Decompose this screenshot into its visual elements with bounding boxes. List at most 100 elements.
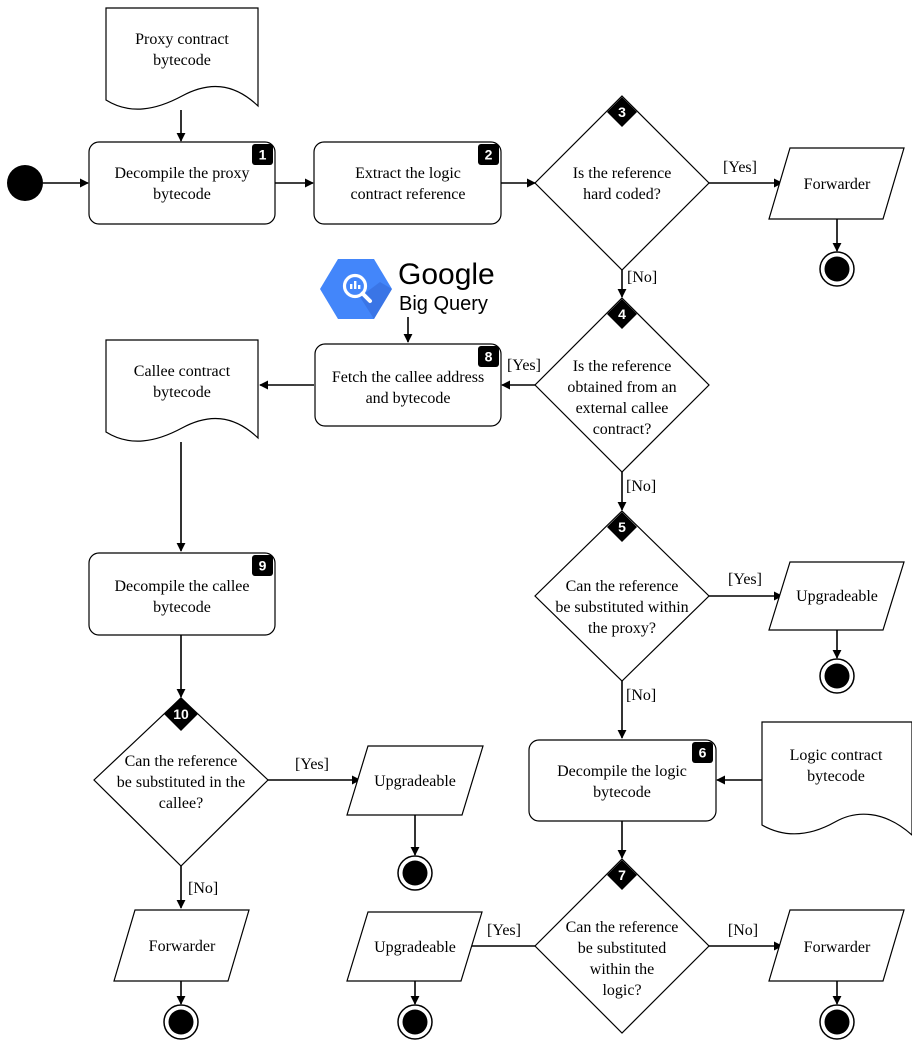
forwarder-q10-shape: [113, 909, 250, 982]
step6-label-line: Decompile the logic: [557, 763, 687, 780]
q4-label-line: obtained from an: [567, 379, 676, 396]
step9-label-line: Decompile the callee: [114, 578, 249, 595]
step8-label-line: Fetch the callee address: [332, 369, 484, 386]
logic-doc-label-line: bytecode: [807, 768, 865, 785]
logic-doc-shape: [761, 721, 912, 836]
q7-yes-label: [Yes]: [487, 922, 521, 939]
forwarder-top-label-line: Forwarder: [804, 176, 871, 193]
q3-diamond: [534, 95, 710, 271]
upgradeable-q5-label-line: Upgradeable: [796, 588, 878, 605]
forwarder-top-shape: [768, 147, 905, 220]
callee-doc-shape: [105, 339, 259, 442]
step8-label-line: and bytecode: [366, 390, 451, 407]
q5-no-label: [No]: [626, 687, 656, 704]
proxy-doc-label: Proxy contract bytecode: [135, 31, 229, 69]
q7-no-label: [No]: [728, 922, 758, 939]
step6-box: [528, 739, 717, 822]
q7-diamond: [534, 858, 710, 1034]
svg-text:5: 5: [618, 519, 626, 535]
bigquery-logo-icon: [320, 259, 392, 319]
edges: [43, 110, 842, 1005]
forwarder-q7-label: Forwarder: [804, 939, 871, 956]
step8-box: [314, 343, 502, 427]
badge-4: 4: [607, 299, 637, 329]
badge-10: 10: [164, 697, 198, 731]
q4-diamond: [534, 297, 710, 473]
q5-label-line: Can the reference: [566, 578, 679, 595]
q7-label-line: Can the reference: [566, 919, 679, 936]
step9-label-line: bytecode: [153, 599, 211, 616]
callee-doc-label-line: bytecode: [153, 384, 211, 401]
upgradeable-q5-shape: [768, 561, 905, 631]
badge-7: 7: [607, 860, 637, 890]
q3-yes-label: [Yes]: [723, 159, 757, 176]
badge-1: 1: [252, 144, 273, 165]
svg-text:8: 8: [485, 349, 493, 365]
q4-label-line: external callee: [576, 400, 669, 417]
proxy-doc-label-line: bytecode: [153, 52, 211, 69]
step6-label: Decompile the logic bytecode: [557, 763, 687, 801]
step2-box: [313, 141, 502, 225]
q5-diamond: [534, 510, 710, 682]
svg-text:1: 1: [259, 147, 267, 163]
callee-doc-label: Callee contract bytecode: [134, 363, 231, 401]
upgradeable-q7-label-line: Upgradeable: [374, 939, 456, 956]
upgradeable-q10-label: Upgradeable: [374, 773, 456, 790]
step1-label-line: bytecode: [153, 186, 211, 203]
proxy-doc-shape: [105, 7, 259, 110]
q10-label-line: Can the reference: [125, 753, 238, 770]
forwarder-top-label: Forwarder: [804, 176, 871, 193]
svg-text:4: 4: [618, 306, 626, 322]
q3-label-line: Is the reference: [573, 165, 672, 182]
q7-label-line: logic?: [602, 982, 641, 999]
svg-text:9: 9: [259, 558, 267, 574]
step1-label-line: Decompile the proxy: [114, 165, 249, 182]
q10-diamond: [93, 697, 269, 867]
start-node: [7, 165, 43, 201]
q4-no-label: [No]: [626, 478, 656, 495]
step6-label-line: bytecode: [593, 784, 651, 801]
q4-label-line: contract?: [593, 421, 652, 438]
end-node: [163, 1004, 199, 1040]
svg-text:2: 2: [485, 147, 493, 163]
q4-label-line: Is the reference: [573, 358, 672, 375]
forwarder-q10-label-line: Forwarder: [149, 938, 216, 955]
logic-doc-label-line: Logic contract: [790, 747, 883, 764]
forwarder-q10-label: Forwarder: [149, 938, 216, 955]
q3-label-line: hard coded?: [583, 186, 661, 203]
q7-label-line: within the: [590, 961, 654, 978]
end-node: [397, 1004, 433, 1040]
logic-doc-label: Logic contract bytecode: [790, 747, 883, 785]
proxy-doc-label-line: Proxy contract: [135, 31, 229, 48]
upgradeable-q7-shape: [346, 911, 483, 982]
q4-yes-label: [Yes]: [507, 357, 541, 374]
q7-label: Can the reference be substituted within th…: [566, 919, 679, 999]
forwarder-q7-label-line: Forwarder: [804, 939, 871, 956]
q7-label-line: be substituted: [578, 940, 666, 957]
end-node: [819, 1004, 855, 1040]
svg-text:6: 6: [699, 745, 707, 761]
upgradeable-q5-label: Upgradeable: [796, 588, 878, 605]
q3-no-label: [No]: [627, 269, 657, 286]
q10-label-line: callee?: [159, 795, 203, 812]
step9-label: Decompile the callee bytecode: [114, 578, 249, 616]
google-wordmark: Google: [398, 258, 495, 291]
end-node: [397, 855, 433, 891]
badge-6: 6: [692, 742, 713, 763]
svg-text:3: 3: [618, 104, 626, 120]
step2-label-line: Extract the logic: [355, 165, 461, 182]
callee-doc-label-line: Callee contract: [134, 363, 231, 380]
upgradeable-q10-label-line: Upgradeable: [374, 773, 456, 790]
upgradeable-q7-label: Upgradeable: [374, 939, 456, 956]
badge-5: 5: [607, 512, 637, 542]
bigquery-logo: Google Big Query: [320, 258, 495, 319]
svg-text:7: 7: [618, 867, 626, 883]
q5-yes-label: [Yes]: [728, 571, 762, 588]
q10-no-label: [No]: [188, 880, 218, 897]
badge-8: 8: [478, 346, 499, 367]
upgradeable-q10-shape: [346, 745, 484, 816]
